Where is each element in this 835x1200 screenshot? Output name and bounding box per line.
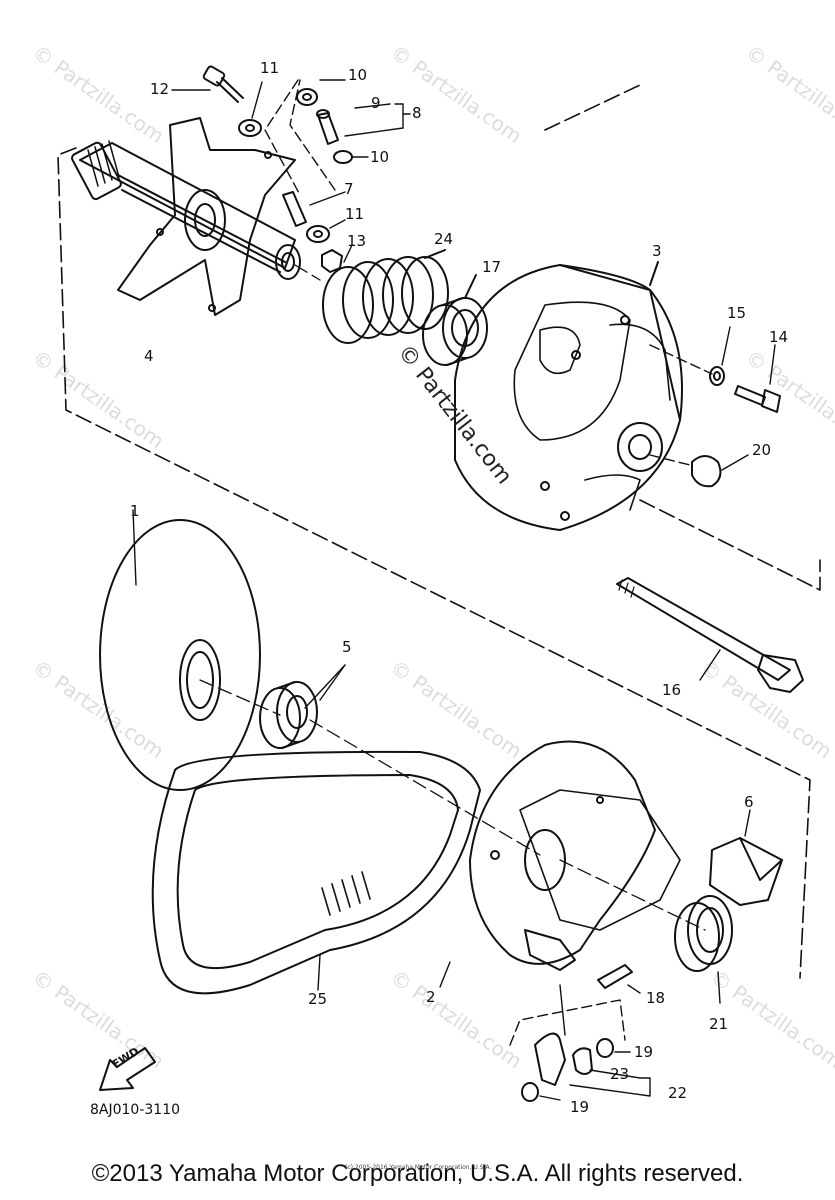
part-label-3: 3 — [652, 242, 662, 260]
primary-shaft-spider — [71, 117, 301, 316]
drive-belt-25 — [151, 750, 481, 995]
part-label-7: 7 — [344, 180, 354, 198]
fixed-sheave-1 — [99, 509, 261, 791]
assembly-boundary — [57, 84, 821, 979]
part-label-12: 12 — [150, 80, 170, 98]
slider-6 — [709, 809, 783, 906]
moving-sheave-2 — [439, 740, 681, 1036]
part-label-15: 15 — [727, 304, 747, 322]
washer-10-bottom — [333, 150, 353, 164]
part-label-4: 4 — [144, 347, 154, 365]
long-bolt-16 — [616, 577, 804, 693]
part-label-2: 2 — [426, 988, 436, 1006]
part-label-19: 19 — [570, 1098, 590, 1116]
bolt-12 — [202, 65, 244, 103]
part-label-5: 5 — [342, 638, 352, 656]
copyright-footer: ©2013 Yamaha Motor Corporation, U.S.A. A… — [91, 1160, 744, 1187]
part-label-9: 9 — [371, 94, 381, 112]
part-label-16: 16 — [662, 681, 682, 699]
part-label-24: 24 — [434, 230, 454, 248]
part-label-22: 22 — [668, 1084, 688, 1102]
lock-washer-20 — [691, 455, 722, 488]
washer-19-bottom — [521, 1082, 539, 1102]
part-label-13: 13 — [347, 232, 367, 250]
roller-23 — [572, 1047, 593, 1075]
sheave-cover-3 — [454, 261, 683, 531]
exploded-parts-diagram — [57, 65, 821, 1102]
part-label-23: 23 — [610, 1065, 630, 1083]
weight-22 — [534, 1032, 566, 1086]
part-label-25: 25 — [308, 990, 328, 1008]
part-label-6: 6 — [744, 793, 754, 811]
washer-11-top — [238, 119, 262, 137]
part-label-10: 10 — [370, 148, 390, 166]
fwd-arrow — [99, 1047, 156, 1091]
bushings-5 — [259, 664, 346, 749]
pin-9 — [317, 112, 339, 145]
seal-21 — [674, 895, 733, 1004]
spring-24 — [322, 249, 449, 344]
part-label-14: 14 — [769, 328, 789, 346]
part-label-19: 19 — [634, 1043, 654, 1061]
part-label-1: 1 — [130, 502, 140, 520]
washer-10-top — [296, 88, 318, 106]
pin-7 — [282, 191, 307, 227]
washer-19-top — [596, 1038, 614, 1058]
bolt-14 — [734, 385, 781, 413]
part-label-11: 11 — [345, 205, 365, 223]
tiny-copyright: (c) 2005-2016 Yamaha Motor Corporation, … — [345, 1164, 492, 1171]
part-label-18: 18 — [646, 989, 666, 1007]
part-label-10: 10 — [348, 66, 368, 84]
part-label-20: 20 — [752, 441, 772, 459]
washer-11-bottom — [306, 225, 330, 243]
part-label-21: 21 — [709, 1015, 729, 1033]
part-label-8: 8 — [412, 104, 422, 122]
part-label-11: 11 — [260, 59, 280, 77]
part-label-17: 17 — [482, 258, 502, 276]
pin-18 — [597, 964, 633, 989]
drawing-code: 8AJ010-3110 — [90, 1102, 181, 1118]
washer-15 — [709, 366, 725, 386]
